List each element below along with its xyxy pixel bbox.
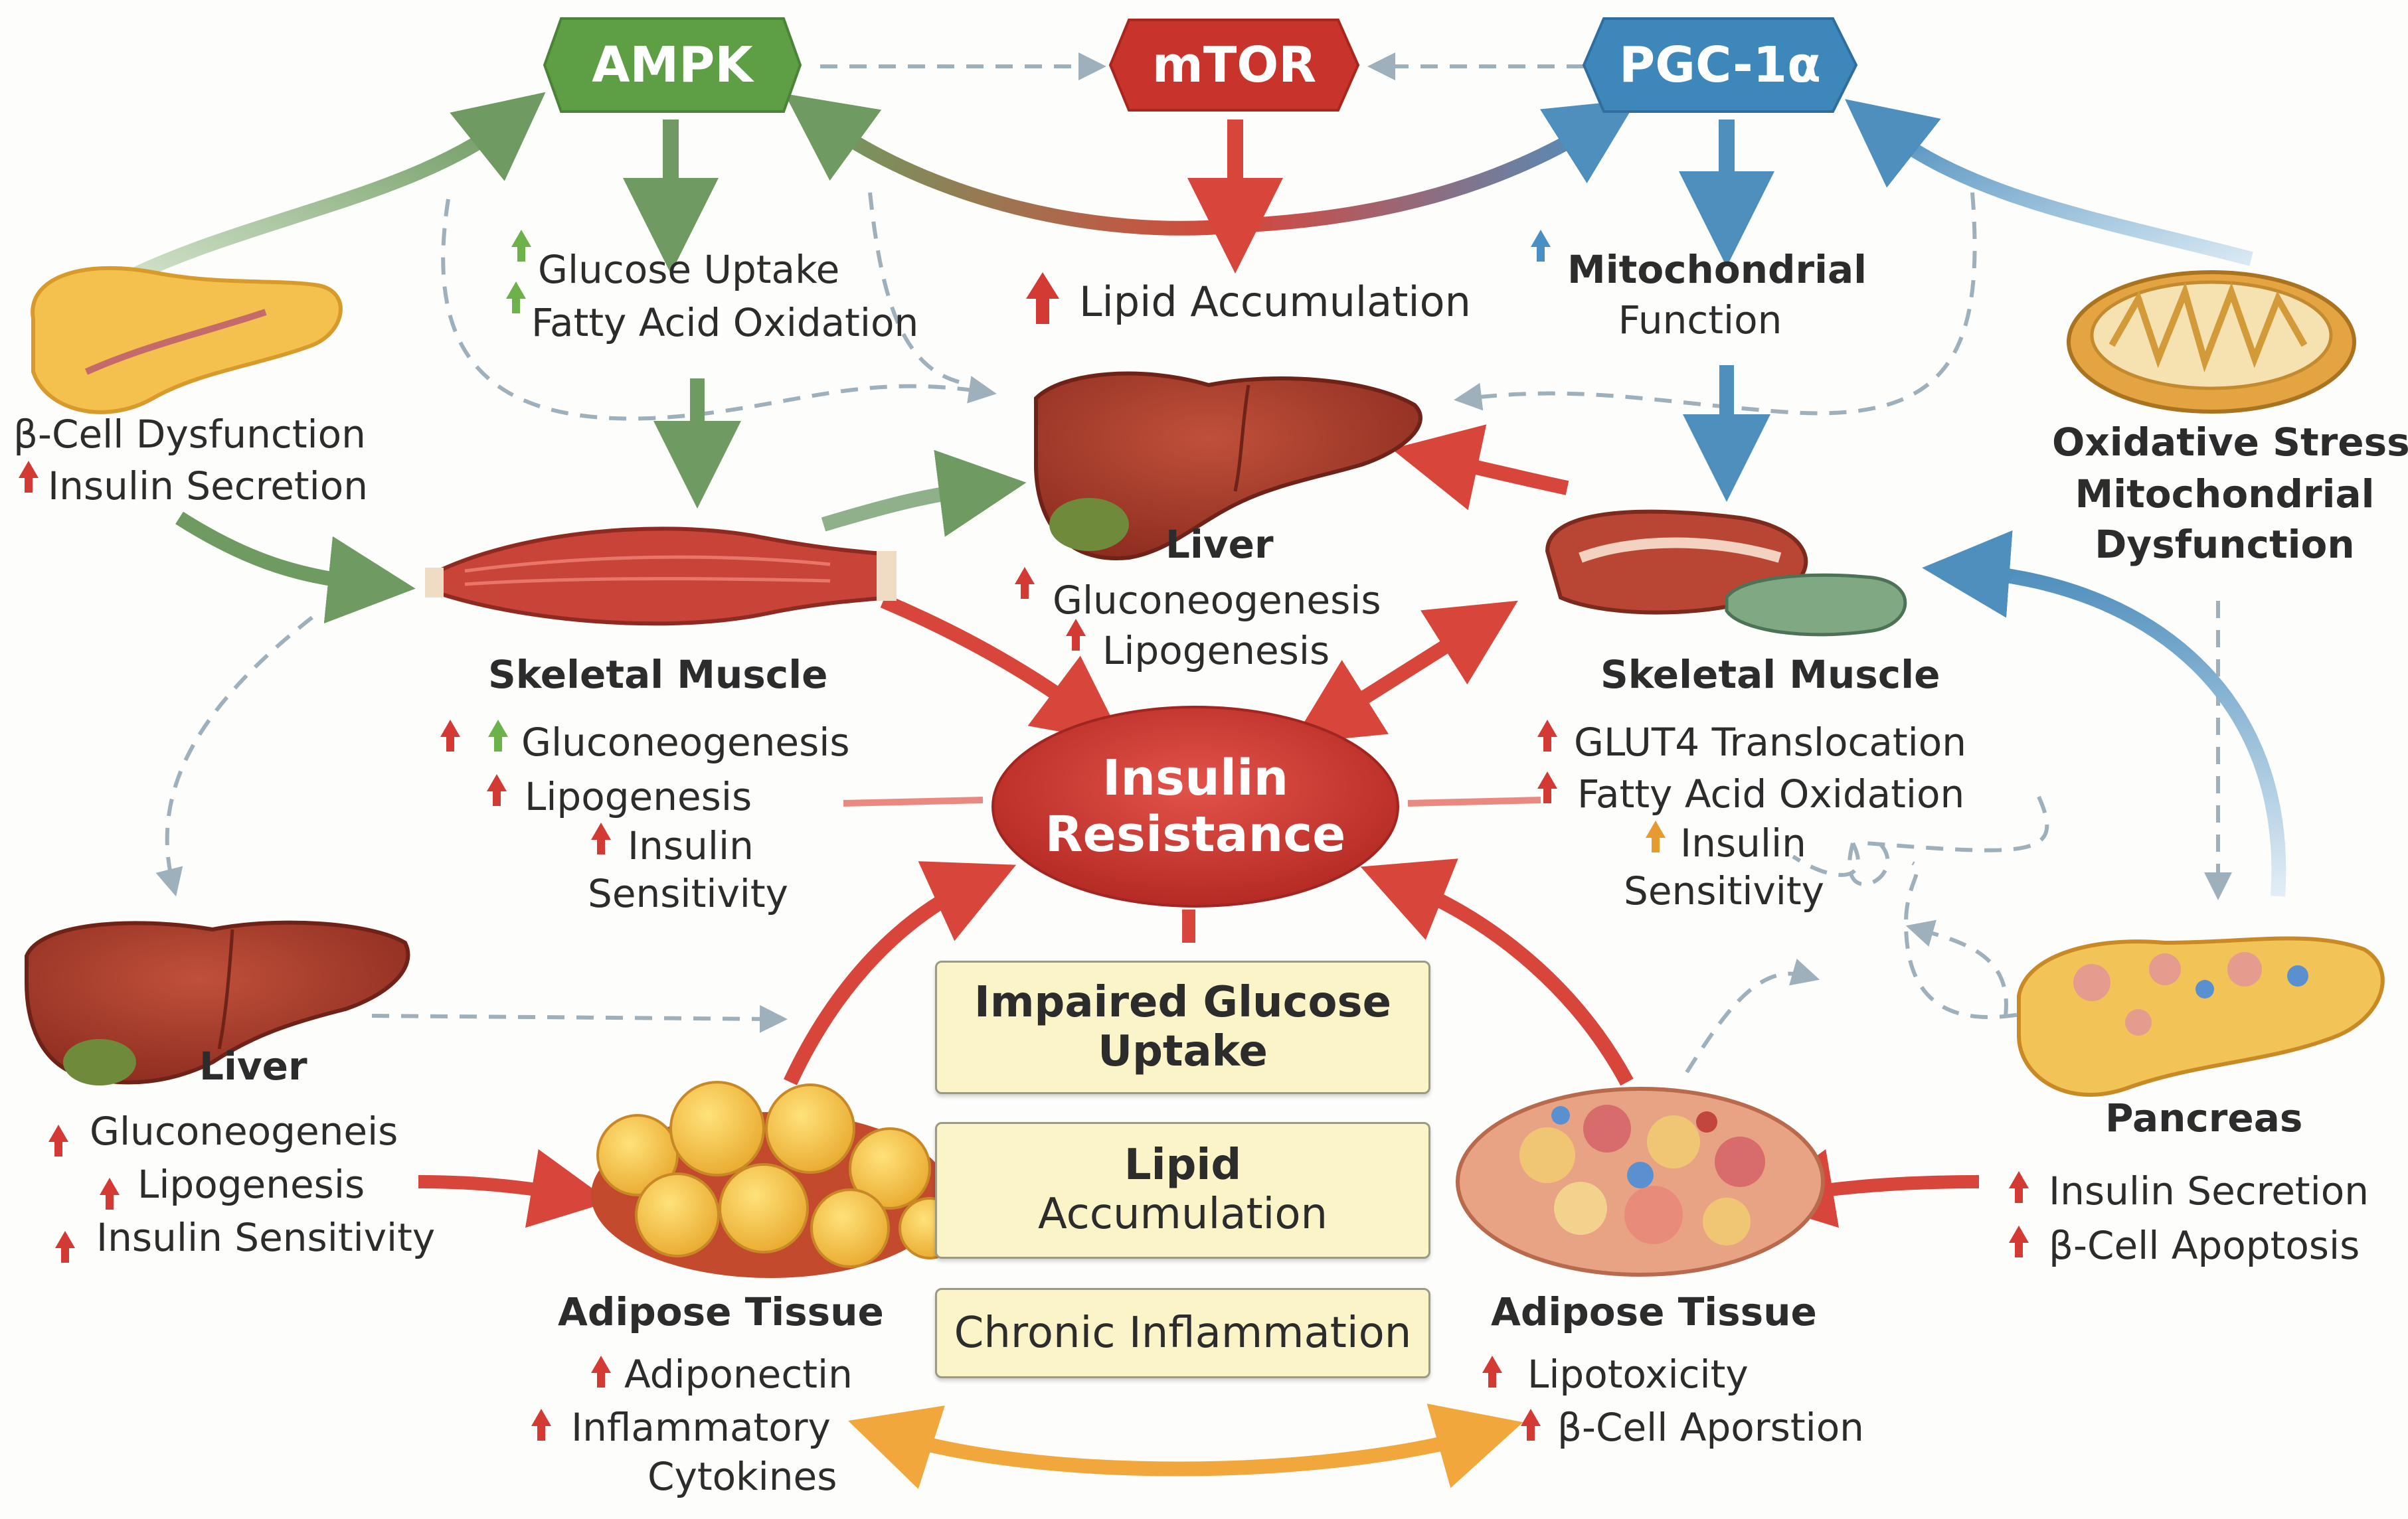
pancreas-to-muscle-arrow — [1922, 530, 2286, 897]
muscle-left-line-3: Insulin — [628, 823, 754, 868]
liver-to-adipose-arrow — [418, 1149, 611, 1228]
adipose-left-to-ir-arrow — [784, 861, 1017, 1085]
muscle-left-line-4: Sensitivity — [588, 871, 788, 916]
ampk-pgc-arc-left — [784, 94, 1237, 236]
liver-illustration-center — [1034, 371, 1422, 560]
box-impaired-glucose-uptake: Impaired Glucose Uptake — [935, 961, 1430, 1094]
liver-left-line-3: Insulin Sensitivity — [96, 1215, 436, 1260]
oxidative-line-1: Oxidative Stress — [2052, 420, 2408, 465]
box-impaired-line-1: Impaired Glucose — [974, 977, 1391, 1027]
insulin-resistance-node — [991, 706, 1399, 908]
mtor-label: mTOR — [1152, 37, 1317, 94]
mitochondrion-illustration — [2067, 270, 2356, 414]
adipose-left-line-1: Adiponectin — [624, 1352, 853, 1397]
pgc-effect-mitochondrial: Mitochondrial — [1567, 247, 1867, 292]
muscle-left-to-ir-arrow — [880, 594, 1124, 744]
adipose-right-line-2: β-Cell Aporstion — [1557, 1405, 1864, 1450]
adipose-right-to-ir-arrow — [1360, 858, 1634, 1086]
pancreas-to-muscle-left-arrow — [175, 511, 416, 624]
pgc-node — [1582, 17, 1858, 113]
ampk-node — [543, 17, 802, 113]
adipose-illustration-right — [1456, 1087, 1825, 1277]
box-lipid-line-2: Accumulation — [1037, 1190, 1328, 1239]
adipose-right-line-1: Lipotoxicity — [1527, 1352, 1749, 1397]
ampk-effect-fatty-acid: Fatty Acid Oxidation — [531, 300, 919, 345]
insulin-resistance-line-1: Insulin — [1102, 749, 1289, 807]
pancreas-right-line-1: Insulin Secretion — [2049, 1168, 2369, 1214]
ampk-pgc-arc-right — [1235, 99, 1638, 233]
liver-left-line-1: Gluconeogeneis — [90, 1109, 398, 1154]
liver-center-line-2: Lipogenesis — [1102, 628, 1330, 673]
muscle-right-to-liver-arrow — [1391, 424, 1569, 511]
liver-left-line-2: Lipogenesis — [137, 1162, 365, 1207]
pgc-effect-function: Function — [1618, 297, 1782, 343]
muscle-left-line-2: Lipogenesis — [525, 774, 752, 819]
ampk-effect-glucose-uptake: Glucose Uptake — [538, 247, 840, 292]
mtor-effect-lipid: Lipid Accumulation — [1079, 278, 1471, 326]
ir-muscle-right-double-arrow — [1291, 600, 1518, 744]
muscle-illustration-right — [1545, 509, 1907, 637]
box-lipid-accumulation: Lipid Accumulation — [935, 1122, 1430, 1259]
muscle-right-line-4: Sensitivity — [1624, 868, 1824, 914]
liver-left-title: Liver — [199, 1044, 307, 1089]
muscle-right-line-1: GLUT4 Translocation — [1574, 720, 1966, 765]
oxidative-to-pgc-arrow — [1845, 99, 2253, 266]
adipose-double-arrow — [848, 1403, 1523, 1489]
muscle-left-line-1: Gluconeogenesis — [521, 720, 850, 765]
insulin-resistance-line-2: Resistance — [1045, 806, 1346, 863]
liver-illustration-left — [25, 920, 410, 1085]
adipose-left-line-2: Inflammatory — [571, 1405, 831, 1450]
pancreas-left-line-2: Insulin Secretion — [48, 463, 369, 509]
muscle-right-line-2: Fatty Acid Oxidation — [1577, 771, 1965, 817]
pancreas-right-title: Pancreas — [2105, 1095, 2303, 1141]
dashed-connectors — [155, 52, 2232, 1074]
adipose-left-title: Adipose Tissue — [558, 1289, 884, 1334]
box-chronic-line-1: Chronic Inflammation — [954, 1309, 1412, 1358]
pancreas-illustration-left — [31, 266, 343, 414]
ir-right-spoke — [1407, 797, 1541, 807]
oxidative-line-3: Dysfunction — [2095, 522, 2355, 567]
pancreas-illustration-right — [2017, 936, 2385, 1097]
oxidative-line-2: Mitochondrial — [2075, 471, 2375, 517]
pancreas-to-ampk-arrow — [109, 92, 546, 292]
mtor-node — [1108, 19, 1360, 112]
insulin-resistance-label: Insulin Resistance — [993, 724, 1398, 890]
adipose-right-title: Adipose Tissue — [1491, 1289, 1817, 1334]
up-arrow-glyphs — [19, 230, 2029, 1441]
box-impaired-line-2: Uptake — [1098, 1026, 1268, 1076]
muscle-illustration-left — [425, 526, 897, 626]
adipose-illustration-left — [591, 1081, 961, 1278]
muscle-right-title: Skeletal Muscle — [1600, 652, 1940, 697]
box-chronic-inflammation: Chronic Inflammation — [935, 1288, 1430, 1378]
ampk-label: AMPK — [592, 37, 753, 94]
muscle-right-line-3: Insulin — [1680, 821, 1806, 866]
box-lipid-line-1: Lipid — [1124, 1141, 1242, 1190]
pancreas-right-line-2: β-Cell Apoptosis — [2049, 1223, 2360, 1268]
muscle-left-title: Skeletal Muscle — [488, 652, 828, 697]
pgc-label: PGC-1α — [1618, 37, 1822, 94]
pancreas-left-line-1: β-Cell Dysfunction — [13, 412, 366, 457]
liver-center-line-1: Gluconeogenesis — [1053, 578, 1381, 623]
ir-left-spoke — [843, 797, 984, 807]
liver-center-title: Liver — [1165, 522, 1274, 567]
muscle-to-liver-arrow — [821, 449, 1027, 537]
adipose-left-line-3: Cytokines — [647, 1454, 837, 1499]
